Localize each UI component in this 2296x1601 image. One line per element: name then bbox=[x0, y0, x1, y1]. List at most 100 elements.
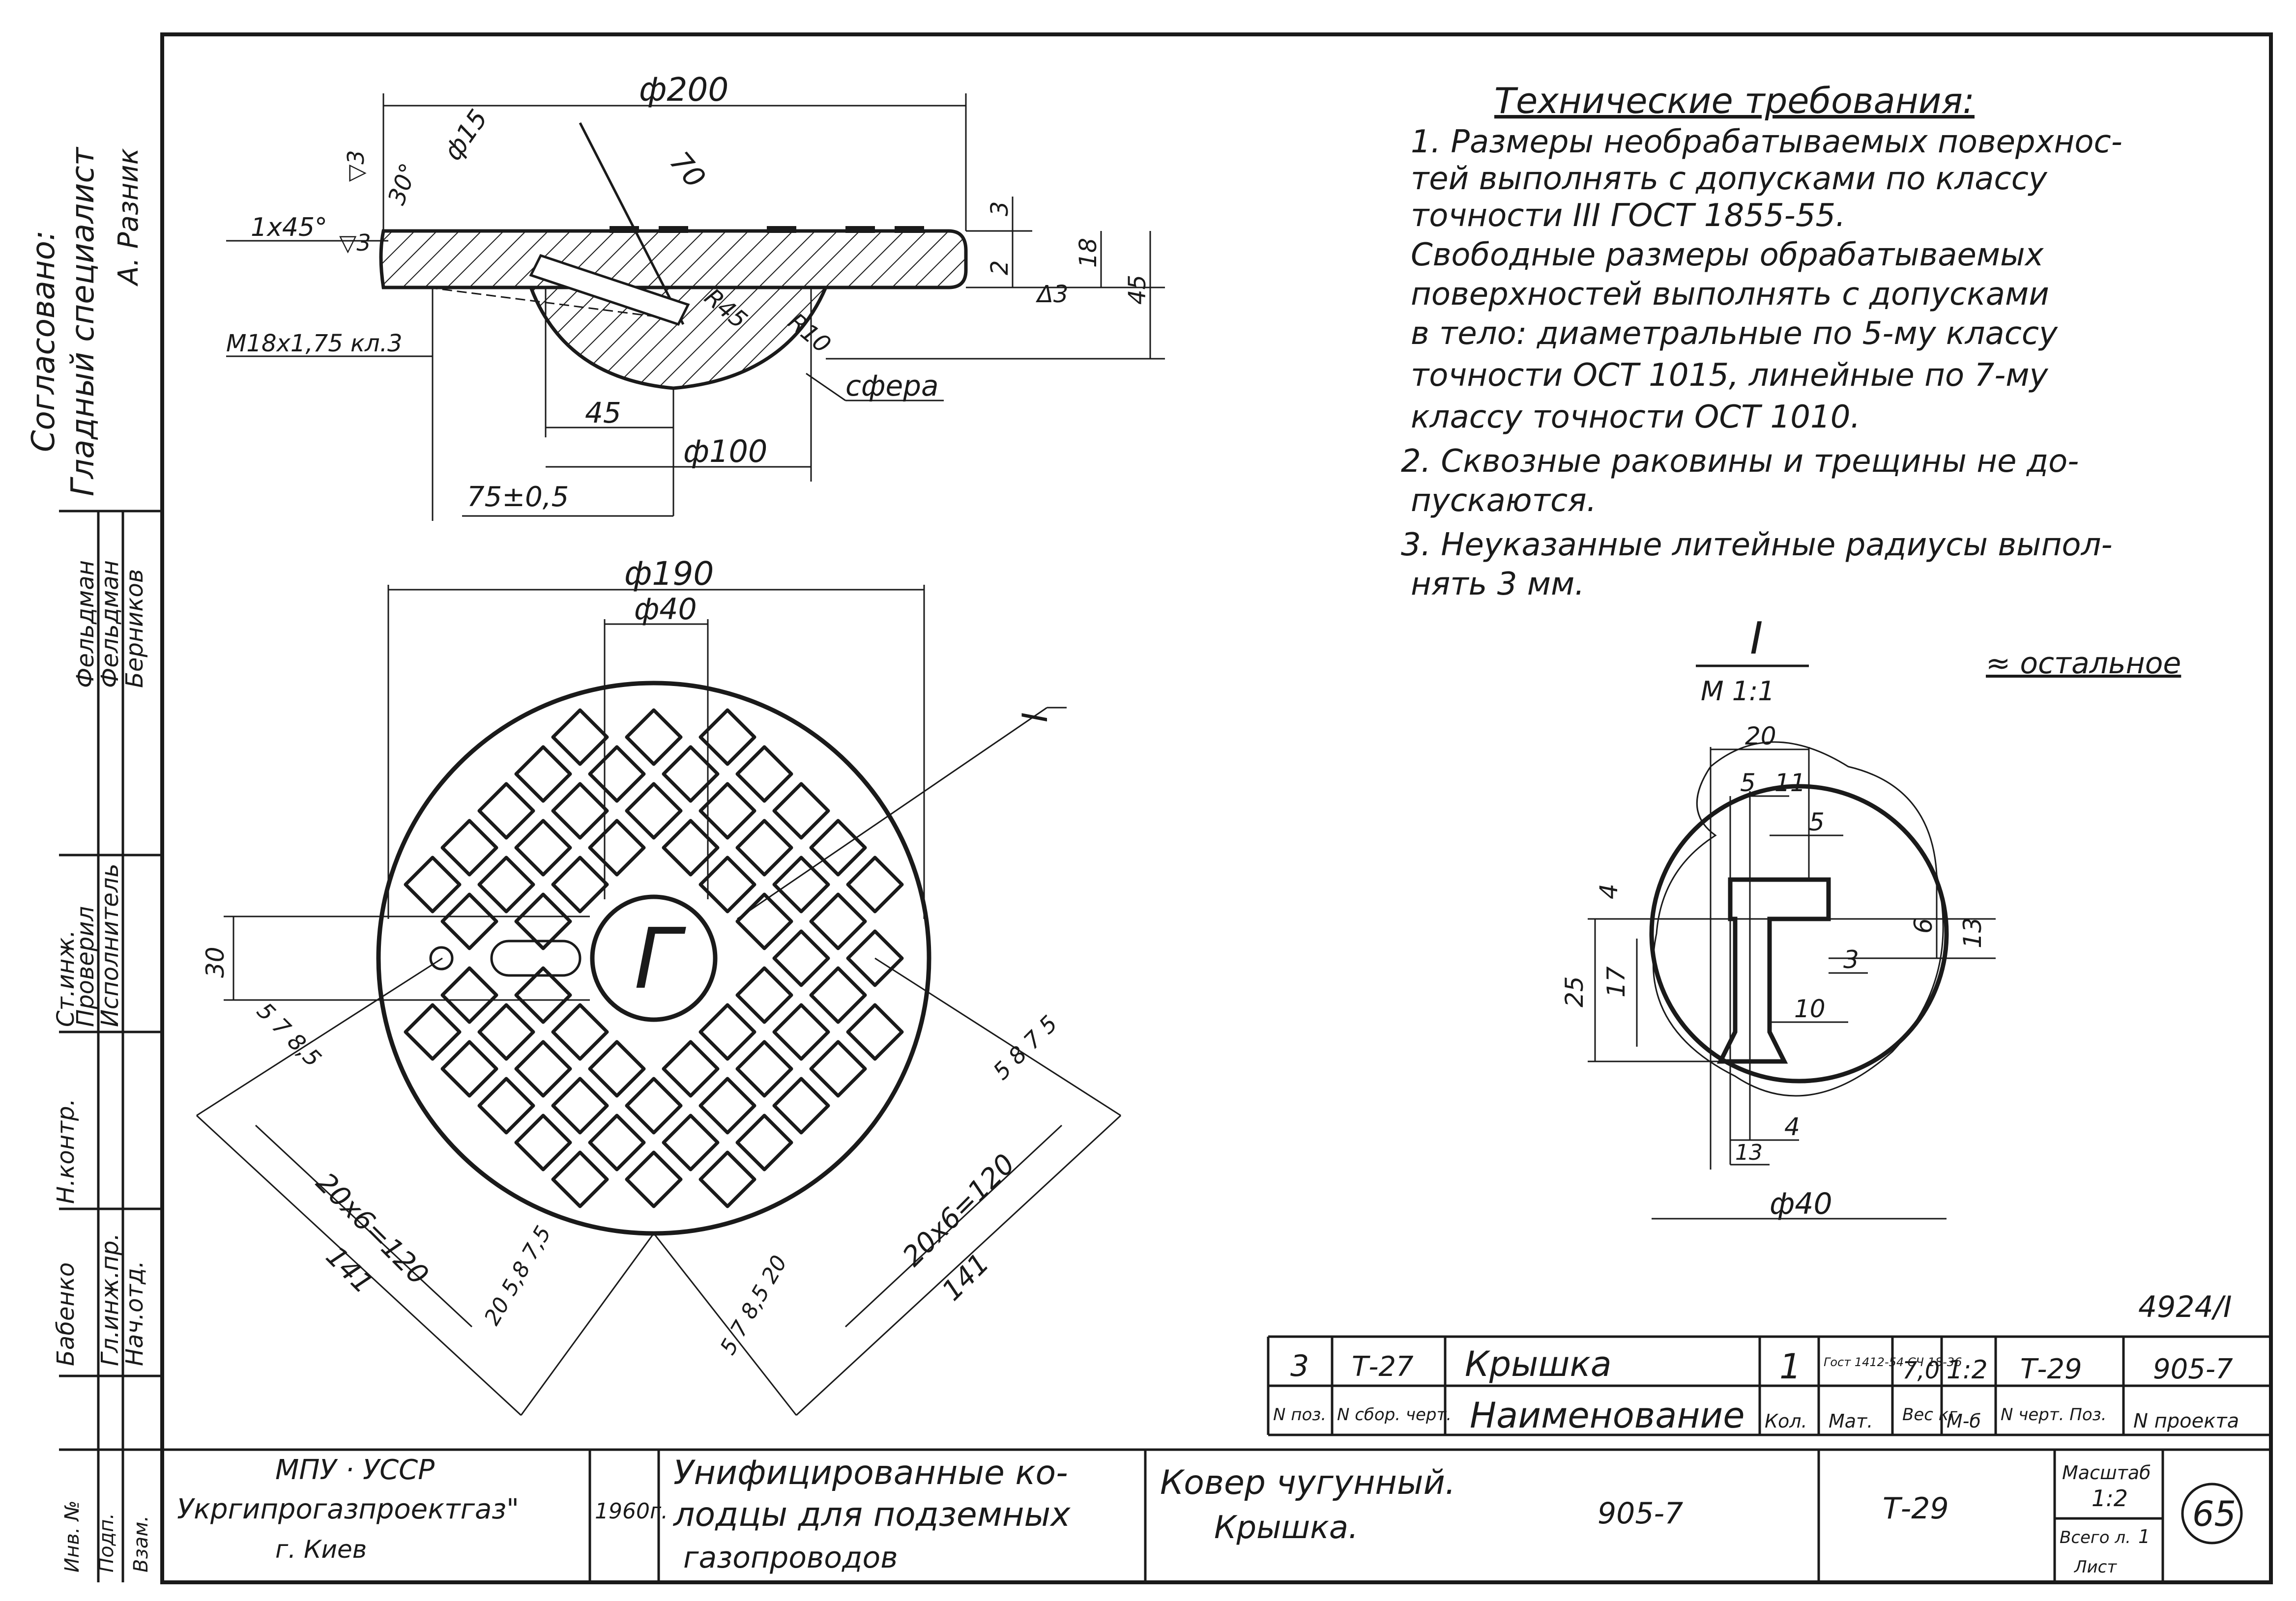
detail-letter-shape bbox=[1716, 877, 1831, 1064]
detail-dim-5a: 5 bbox=[1740, 769, 1756, 797]
detail-dim-4b: 4 bbox=[1784, 1113, 1800, 1141]
diamond-cell bbox=[514, 1114, 572, 1172]
side-stamp: Согласовано: Гладный специалист А. Разни… bbox=[26, 146, 162, 1582]
dim-45v: 45 bbox=[1124, 275, 1151, 305]
stamp-row-4-role: Н.контр. bbox=[52, 1098, 80, 1204]
req-line-9: 2. Сквозные раковины и трещины не до- bbox=[1401, 443, 2079, 480]
dim-70: 70 bbox=[663, 145, 712, 194]
diamond-cell bbox=[514, 966, 572, 1024]
spec-h-mass: Вес кг bbox=[1902, 1405, 1958, 1425]
dim-angle30: 30° bbox=[383, 160, 423, 208]
diamond-cell bbox=[440, 966, 498, 1024]
req-line-3: точности III ГОСТ 1855-55. bbox=[1411, 198, 1846, 234]
callout-I: I bbox=[1015, 712, 1055, 722]
tb-sheet-label: Лист bbox=[2073, 1557, 2117, 1577]
stamp-row-6-role: Нач.отд. bbox=[121, 1260, 148, 1366]
tb-org: МПУ · УССР bbox=[275, 1454, 435, 1486]
spec-pos: 3 bbox=[1290, 1349, 1309, 1383]
dim-chamfer: 1х45° bbox=[251, 213, 327, 242]
diamond-cell bbox=[588, 1114, 646, 1172]
tb-year: 1960г. bbox=[595, 1499, 668, 1524]
tb-project-3: газопроводов bbox=[683, 1541, 898, 1575]
diamond-cell bbox=[772, 1003, 830, 1061]
stamp-row-5-role: Гл.инж.пр. bbox=[96, 1233, 124, 1366]
center-boss bbox=[590, 894, 718, 1022]
dim-delta3: Δ3 bbox=[1035, 281, 1068, 308]
spec-h-material: Мат. bbox=[1829, 1410, 1873, 1432]
detail-dim-11: 11 bbox=[1774, 769, 1806, 797]
requirements-title: Технические требования: bbox=[1494, 80, 1975, 121]
tb-project-1: Унифицированные ко- bbox=[673, 1454, 1068, 1492]
req-line-1: 1. Размеры необрабатываемых поверхнос- bbox=[1411, 124, 2122, 160]
detail-dim-20: 20 bbox=[1745, 722, 1776, 750]
stamp-row-2-name: Фельдман bbox=[72, 560, 99, 688]
doc-number: 4924/I bbox=[2138, 1290, 2232, 1324]
spec-name: Крышка bbox=[1465, 1344, 1612, 1384]
dim-thread: М18х1,75 кл.3 bbox=[226, 330, 403, 357]
diamond-cell bbox=[772, 856, 830, 914]
spec-format: Т-27 bbox=[1352, 1351, 1414, 1383]
dim-right-total: 20х6=120 bbox=[897, 1148, 1021, 1273]
lift-slot bbox=[490, 940, 581, 977]
dim-30: 30 bbox=[201, 946, 230, 978]
diamond-cell bbox=[662, 1114, 720, 1172]
dim-3: 3 bbox=[986, 201, 1014, 216]
tb-city: г. Киев bbox=[275, 1535, 367, 1564]
spec-h-format: N сбор. черт. bbox=[1337, 1405, 1452, 1425]
diamond-cell bbox=[662, 819, 720, 877]
diamond-cell bbox=[809, 892, 867, 950]
spec-mass: 7,0 bbox=[1902, 1357, 1940, 1384]
spec-h-pos: N поз. bbox=[1273, 1405, 1326, 1425]
stamp-bottom-2: Подп. bbox=[95, 1513, 118, 1572]
dim-d200: ф200 bbox=[639, 71, 728, 109]
detail-dim-25: 25 bbox=[1560, 976, 1589, 1007]
diamond-cell bbox=[662, 745, 720, 803]
req-line-2: тей выполнять с допусками по классу bbox=[1411, 161, 2048, 197]
detail-label: I bbox=[1750, 613, 1763, 664]
spec-sheet: Т-29 bbox=[2020, 1353, 2082, 1385]
diamond-cell bbox=[735, 1114, 793, 1172]
tb-sheet-code: Т-29 bbox=[1883, 1491, 1949, 1526]
diamond-cell bbox=[404, 856, 462, 914]
diamond-cell bbox=[735, 1040, 793, 1098]
spec-h-sheet: N черт. Поз. bbox=[2001, 1405, 2107, 1425]
diamond-cell bbox=[809, 1040, 867, 1098]
stamp-role: Гладный специалист bbox=[65, 146, 101, 496]
dim-45: 45 bbox=[585, 396, 621, 429]
diamond-cell bbox=[588, 745, 646, 803]
diamond-cell bbox=[698, 708, 756, 766]
req-line-6: в тело: диаметральные по 5-му классу bbox=[1411, 315, 2058, 352]
spec-scale: 1:2 bbox=[1947, 1355, 1988, 1385]
diamond-cell bbox=[514, 1040, 572, 1098]
spec-project: 905-7 bbox=[2153, 1353, 2233, 1385]
stamp-row-3-name: Берников bbox=[121, 569, 148, 688]
diamond-cell bbox=[735, 966, 793, 1024]
dim-right-small: 5 8 7 5 bbox=[988, 1010, 1063, 1085]
diamond-cell bbox=[514, 745, 572, 803]
tb-page-circle bbox=[2181, 1483, 2243, 1544]
detail-dim-13b: 13 bbox=[1735, 1140, 1763, 1165]
spec-h-project: N проекта bbox=[2133, 1410, 2239, 1432]
spec-qty: 1 bbox=[1779, 1346, 1802, 1387]
tb-project-2: лодцы для подземных bbox=[672, 1495, 1071, 1534]
dim-d40: ф40 bbox=[634, 592, 697, 627]
dim-tri3b: ▽3 bbox=[339, 229, 371, 256]
diamond-cell bbox=[698, 856, 756, 914]
dim-d190: ф190 bbox=[624, 555, 714, 593]
dim-left-small: 5 7 8,5 bbox=[252, 998, 326, 1072]
stamp-signature-name: А. Разник bbox=[113, 148, 145, 286]
detail-dim-10: 10 bbox=[1794, 995, 1826, 1023]
diamond-cell bbox=[551, 708, 609, 766]
diamond-cell bbox=[551, 1150, 609, 1208]
dim-tri3a: ▽3 bbox=[343, 150, 369, 182]
detail-roughness: ≈ остальное bbox=[1986, 646, 2181, 681]
stamp-agreed-title: Согласовано: bbox=[26, 230, 62, 452]
detail-dim-17: 17 bbox=[1602, 966, 1630, 998]
detail-circle bbox=[1649, 784, 1949, 1084]
detail-dim-13a: 13 bbox=[1958, 917, 1987, 948]
diamond-cell bbox=[514, 819, 572, 877]
spec-table: 3 Т-27 Крышка 1 Гост 1412-54 СЧ 18-36 7,… bbox=[1267, 1335, 2271, 1436]
diamond-cell bbox=[440, 1040, 498, 1098]
spec-material: Гост 1412-54 СЧ 18-36 bbox=[1824, 1355, 1962, 1369]
